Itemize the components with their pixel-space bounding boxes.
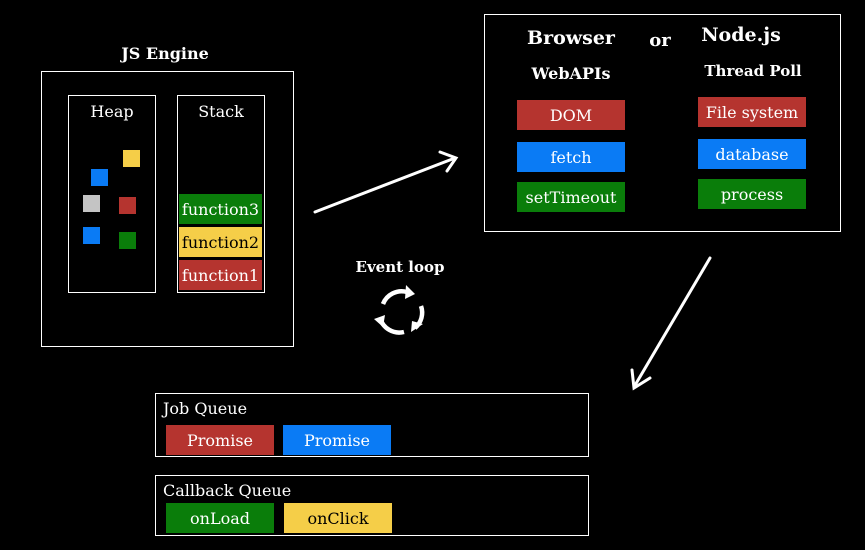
job-queue-box: [155, 393, 589, 457]
stack-label: Stack: [198, 102, 244, 121]
threadpool-item: process: [698, 179, 806, 209]
stack-frame: function1: [179, 260, 262, 290]
webapis-label: WebAPIs: [531, 64, 611, 83]
js-engine-box: [41, 71, 294, 347]
stack-frame: function2: [179, 227, 262, 257]
arrow-to-queues: [630, 256, 712, 391]
stack-box: [177, 95, 265, 293]
heap-object: [119, 197, 136, 214]
callback-queue-item: onClick: [284, 503, 392, 533]
or-label: or: [649, 30, 671, 51]
webapi-item: setTimeout: [517, 182, 625, 212]
job-queue-item: Promise: [283, 425, 391, 455]
job-queue-label: Job Queue: [163, 399, 248, 418]
heap-object: [83, 227, 100, 244]
webapi-item: DOM: [517, 100, 625, 130]
stack-frame: function3: [179, 194, 262, 224]
heap-label: Heap: [90, 102, 134, 121]
callback-queue-label: Callback Queue: [163, 481, 292, 500]
event-loop-label: Event loop: [355, 258, 445, 276]
heap-object: [83, 195, 100, 212]
heap-object: [119, 232, 136, 249]
runtime-box: [484, 14, 841, 232]
job-queue-item: Promise: [166, 425, 274, 455]
heap-box: [68, 95, 156, 293]
callback-queue-item: onLoad: [166, 503, 274, 533]
callback-queue-box: [155, 475, 589, 536]
heap-object: [123, 150, 140, 167]
browser-title: Browser: [527, 27, 615, 49]
threadpool-item: File system: [698, 97, 806, 127]
threadpool-item: database: [698, 139, 806, 169]
node-title: Node.js: [701, 24, 781, 46]
arrow-to-runtime: [313, 150, 459, 214]
webapi-item: fetch: [517, 142, 625, 172]
js-engine-title: JS Engine: [121, 44, 209, 63]
event-loop-icon: [374, 285, 425, 335]
threadpool-label: Thread Poll: [704, 62, 802, 80]
heap-object: [91, 169, 108, 186]
